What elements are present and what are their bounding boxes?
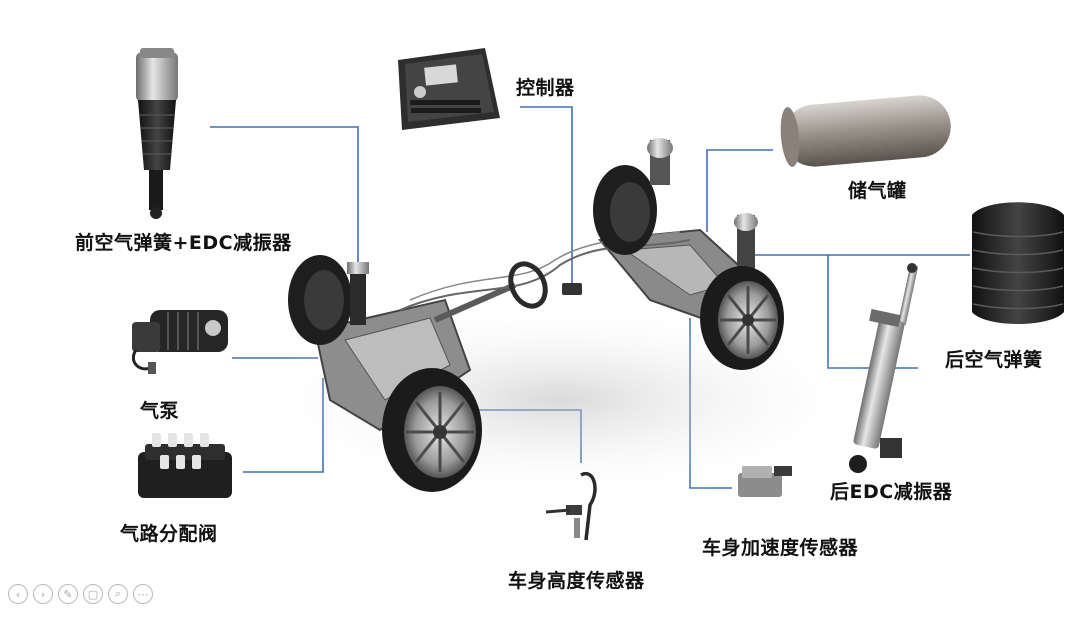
label-rear-edc: 后EDC减振器 [830,481,953,503]
steering-wheel [508,261,548,309]
zoom-icon[interactable]: ⌕ [108,584,128,604]
air-tank-image [780,95,951,167]
steering-column [433,282,517,323]
label-air-tank: 储气罐 [848,180,907,202]
next-icon[interactable]: › [33,584,53,604]
accel-sensor-image [738,466,792,497]
label-height-sensor: 车身高度传感器 [508,570,645,592]
label-front-air-spring-edc: 前空气弹簧+EDC减振器 [75,232,292,254]
slides-icon[interactable]: ▢ [83,584,103,604]
front-strut [350,265,366,325]
slideshow-nav: ‹ › ✎ ▢ ⌕ ⋯ [8,584,153,604]
rear-air-spring-image [972,202,1064,324]
leader-air-tank [706,149,773,232]
label-valve-block: 气路分配阀 [120,523,218,545]
label-rear-air-spring: 后空气弹簧 [945,349,1043,371]
more-icon[interactable]: ⋯ [133,584,153,604]
chassis-illustration [240,138,880,500]
leader-controller [520,106,573,285]
leader-front-air-spring [210,126,359,262]
valve-block-image [138,433,232,498]
controller-mini [562,283,582,295]
front-air-strut-image [136,48,178,219]
prev-icon[interactable]: ‹ [8,584,28,604]
label-body-accel-sensor: 车身加速度传感器 [702,537,859,559]
rear-edc-image [849,263,919,473]
label-air-pump: 气泵 [140,400,180,422]
air-pump-image [131,310,228,374]
height-sensor-image [545,471,597,541]
pen-icon[interactable]: ✎ [58,584,78,604]
label-controller: 控制器 [516,77,575,99]
ecu-image [398,48,500,130]
